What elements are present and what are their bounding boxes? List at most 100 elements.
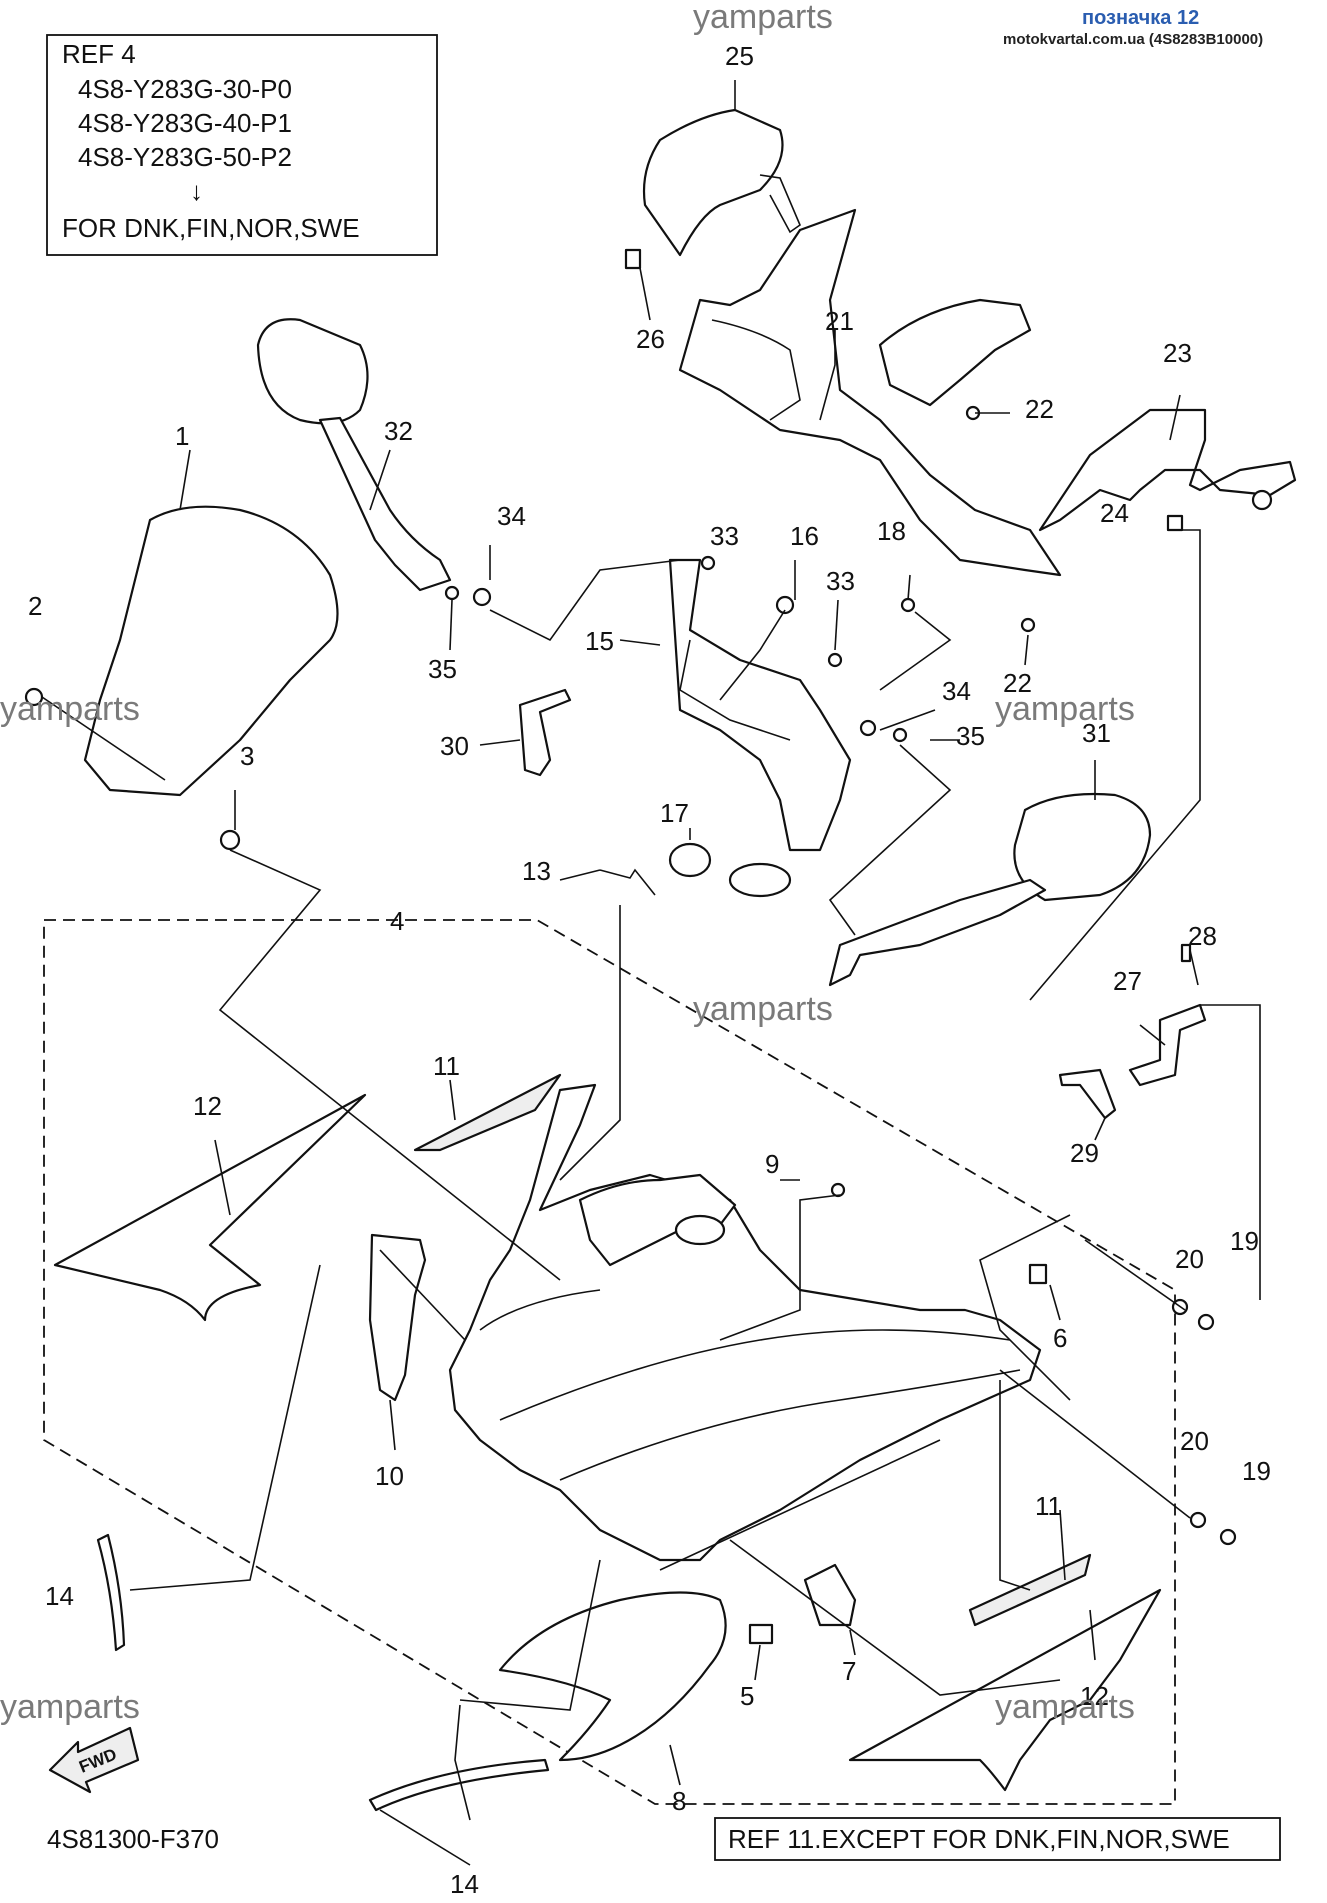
watermarks: yamparts yamparts yamparts yamparts yamp… bbox=[0, 0, 1135, 1726]
label-13: 13 bbox=[522, 856, 551, 886]
label-14-bottom: 14 bbox=[450, 1869, 479, 1899]
label-17: 17 bbox=[660, 798, 689, 828]
ref-box-arrow: ↓ bbox=[190, 176, 203, 206]
part-13-wire bbox=[599, 868, 656, 896]
part-30-bracket bbox=[518, 688, 572, 777]
ref-box: REF 4 4S8-Y283G-30-P0 4S8-Y283G-40-P1 4S… bbox=[46, 34, 438, 256]
part-22-screw-2 bbox=[1020, 617, 1036, 633]
part-1-windscreen bbox=[83, 505, 339, 797]
ref-box-title: REF 4 bbox=[62, 39, 136, 69]
part-24-clip bbox=[1166, 514, 1184, 532]
label-9: 9 bbox=[765, 1149, 779, 1179]
header-tag: позначка 12 bbox=[1082, 7, 1199, 29]
ref-box-code-3: 4S8-Y283G-50-P2 bbox=[78, 142, 292, 172]
label-35-right: 35 bbox=[956, 721, 985, 751]
label-19-lower: 19 bbox=[1242, 1456, 1271, 1486]
part-33-nut-1 bbox=[700, 555, 716, 571]
watermark-3: yamparts bbox=[995, 690, 1135, 728]
label-30: 30 bbox=[440, 731, 469, 761]
label-24: 24 bbox=[1100, 498, 1129, 528]
part-32-mirror-head bbox=[256, 318, 369, 425]
label-19-upper: 19 bbox=[1230, 1226, 1259, 1256]
part-34-plate-left bbox=[472, 587, 492, 607]
label-16: 16 bbox=[790, 521, 819, 551]
label-10: 10 bbox=[375, 1461, 404, 1491]
label-20-upper: 20 bbox=[1175, 1244, 1204, 1274]
bottom-ref-box: REF 11.EXCEPT FOR DNK,FIN,NOR,SWE bbox=[714, 1817, 1281, 1861]
label-21: 21 bbox=[825, 306, 854, 336]
part-12-decal-right bbox=[848, 1588, 1162, 1792]
ref-box-note: FOR DNK,FIN,NOR,SWE bbox=[62, 213, 360, 243]
label-1: 1 bbox=[175, 421, 189, 451]
label-22-upper: 22 bbox=[1025, 394, 1054, 424]
label-12-left: 12 bbox=[193, 1091, 222, 1121]
part-11-decal-upper bbox=[413, 1073, 562, 1152]
label-33-lower: 33 bbox=[826, 566, 855, 596]
part-18-bolt bbox=[900, 597, 916, 613]
part-5-clip bbox=[748, 1623, 774, 1645]
label-23: 23 bbox=[1163, 338, 1192, 368]
part-21-inner-panel bbox=[678, 208, 1062, 577]
part-3-collar bbox=[219, 829, 241, 851]
label-2: 2 bbox=[28, 591, 42, 621]
part-14-trim-left bbox=[96, 1533, 126, 1652]
part-35-nut-left bbox=[444, 585, 460, 601]
label-15: 15 bbox=[585, 626, 614, 656]
ref-box-code-2: 4S8-Y283G-40-P1 bbox=[78, 108, 292, 138]
label-22-lower: 22 bbox=[1003, 668, 1032, 698]
part-14-trim-bottom bbox=[368, 1758, 550, 1812]
callout-labels: 25 26 21 22 23 24 1 32 2 34 35 33 16 18 … bbox=[28, 41, 1271, 1899]
part-33-nut-2 bbox=[827, 652, 843, 668]
part-4-cowling bbox=[448, 1083, 1042, 1562]
label-29: 29 bbox=[1070, 1138, 1099, 1168]
fasteners bbox=[24, 405, 1237, 1546]
label-28: 28 bbox=[1188, 921, 1217, 951]
part-10-duct bbox=[368, 1233, 427, 1402]
part-21-duct bbox=[878, 298, 1032, 407]
watermark-4: yamparts bbox=[693, 990, 833, 1028]
diagram-code: 4S81300-F370 bbox=[47, 1824, 219, 1854]
watermark-1: yamparts bbox=[693, 0, 833, 36]
label-31: 31 bbox=[1082, 718, 1111, 748]
label-11-upper: 11 bbox=[433, 1051, 460, 1081]
part-17-grommet bbox=[668, 842, 712, 878]
label-34-right: 34 bbox=[942, 676, 971, 706]
part-15-stay bbox=[668, 558, 852, 852]
part-8-lower-panel bbox=[498, 1591, 727, 1762]
label-3: 3 bbox=[240, 741, 254, 771]
label-26: 26 bbox=[636, 324, 665, 354]
header-site: motokvartal.com.ua (4S8283B10000) bbox=[1003, 31, 1263, 48]
fwd-arrow: FWD bbox=[48, 1726, 140, 1794]
label-14-left: 14 bbox=[45, 1581, 74, 1611]
part-16-grommet bbox=[775, 595, 795, 615]
label-7: 7 bbox=[842, 1656, 856, 1686]
part-34-plate-right bbox=[859, 719, 877, 737]
part-29-clamp bbox=[1058, 1068, 1117, 1120]
part-35-nut-right bbox=[892, 727, 908, 743]
assembly-boundary bbox=[43, 919, 1176, 1805]
label-6: 6 bbox=[1053, 1323, 1067, 1353]
label-8: 8 bbox=[672, 1786, 686, 1816]
part-12-decal-left bbox=[53, 1093, 367, 1322]
watermark-2: yamparts bbox=[0, 690, 140, 728]
part-6-clip bbox=[1028, 1263, 1048, 1285]
watermark-5: yamparts bbox=[0, 1688, 140, 1726]
part-32-mirror-arm bbox=[318, 416, 452, 592]
part-17-plate bbox=[728, 862, 792, 898]
part-27-bracket bbox=[1128, 1003, 1207, 1087]
label-18: 18 bbox=[877, 516, 906, 546]
label-32: 32 bbox=[384, 416, 413, 446]
label-33-upper: 33 bbox=[710, 521, 739, 551]
part-19-screw-1 bbox=[1197, 1313, 1215, 1331]
ref-box-code-1: 4S8-Y283G-30-P0 bbox=[78, 74, 292, 104]
bottom-ref-text: REF 11.EXCEPT FOR DNK,FIN,NOR,SWE bbox=[728, 1824, 1230, 1854]
part-20-washer-2 bbox=[1189, 1511, 1207, 1529]
label-20-lower: 20 bbox=[1180, 1426, 1209, 1456]
part-25-cover bbox=[642, 108, 784, 257]
label-34-left: 34 bbox=[497, 501, 526, 531]
part-9-bolt bbox=[830, 1182, 846, 1198]
label-12-right: 12 bbox=[1080, 1681, 1109, 1711]
part-26-clip bbox=[624, 248, 642, 270]
leader-lines bbox=[41, 80, 1261, 1866]
